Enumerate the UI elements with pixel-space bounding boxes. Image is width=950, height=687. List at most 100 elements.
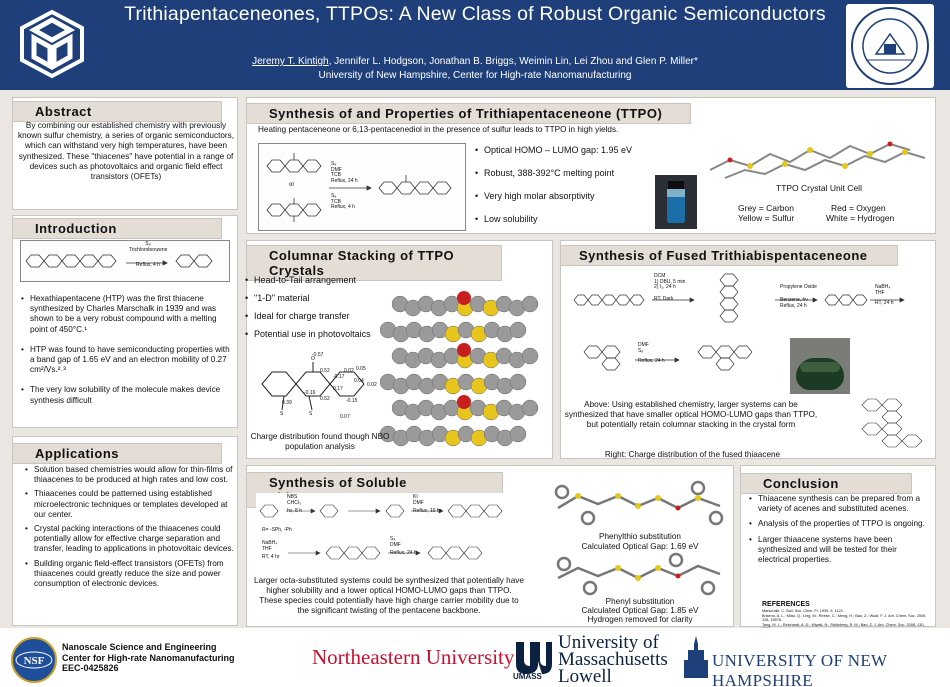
- sponsor-footer: [0, 628, 950, 687]
- svg-text:S: S: [280, 411, 284, 417]
- cond-bottom-1: S₈: [331, 193, 337, 199]
- poster-title: Trithiapentaceneones, TTPOs: A New Class…: [124, 3, 826, 25]
- col-bullet: "1-D" material: [244, 293, 414, 304]
- sol-c1-b: CHCl₃: [287, 499, 301, 506]
- charge-label: 0.07: [340, 414, 350, 420]
- unh-building-icon: [684, 636, 708, 678]
- intro-conditions: S₈ Trichlorobenzene Reflux, 4 h: [129, 241, 168, 269]
- reference-item: Briseno, A. L.; Miao, Q.; Ling, M.; Rees…: [762, 613, 927, 623]
- or-label: or: [289, 182, 295, 188]
- umass-line-1: University of: [558, 632, 659, 653]
- conclusion-heading: Conclusion: [740, 473, 912, 494]
- prop-bullet: Low solubility: [474, 214, 654, 225]
- soluble-caption: Larger octa-substituted systems could be…: [254, 576, 524, 615]
- nsf-logo-text: NSF: [24, 655, 45, 667]
- charge-label: 0.39: [282, 400, 292, 406]
- applications-heading: Applications: [12, 443, 222, 464]
- introduction-heading: Introduction: [12, 218, 222, 239]
- center-logo-icon: [20, 9, 84, 79]
- sol-c4-b: DMF: [390, 541, 401, 548]
- umass-wordmark: University of Massachusetts Lowell: [558, 632, 668, 687]
- fused-c4-a: DMF: [638, 342, 649, 348]
- introduction-bullets: Hexathiapentacene (HTP) was the first th…: [20, 294, 230, 412]
- fused-c1-b: 1) DBU, 5 min: [654, 278, 686, 285]
- sol-c1-c: hν, 8 h: [287, 508, 303, 514]
- references-heading: REFERENCES: [762, 601, 810, 608]
- ttpo-scheme-icon: [266, 153, 452, 222]
- cond-top-4: Reflux, 24 h: [331, 177, 358, 184]
- intro-bullet: HTP was found to have semiconducting pro…: [20, 345, 230, 376]
- crystal-unit-cell-icon: [709, 141, 926, 179]
- nsf-logo-icon: NSF: [11, 637, 57, 683]
- abstract-heading: Abstract: [12, 101, 222, 122]
- fused-c1-a: DCM: [654, 273, 666, 279]
- intro-cond-2: Trichlorobenzene: [129, 246, 168, 253]
- sol-c3-c: RT, 4 hr: [262, 554, 280, 560]
- charge-label: 0.05: [356, 366, 366, 372]
- cond-top-3: TCB: [331, 172, 341, 178]
- fused-c2-c: Reflux, 24 h: [780, 303, 807, 309]
- svg-text:O: O: [311, 356, 315, 362]
- umass-line-3: Lowell: [558, 666, 612, 687]
- col-bullet: Potential use in photovoltaics: [244, 329, 414, 340]
- sol-c4-c: Reflux, 24 h: [390, 550, 417, 556]
- fused-c2-b: Benzene, hν: [780, 296, 808, 303]
- umass-logo-icon: [516, 642, 552, 674]
- legend-hydrogen: White = Hydrogen: [826, 213, 895, 223]
- charge-label: -0.57: [312, 352, 324, 358]
- fused-caption-above: Above: Using established chemistry, larg…: [564, 400, 818, 429]
- nsf-line-1: Nanoscale Science and Engineering: [62, 642, 217, 652]
- umass-tag: UMASS: [513, 672, 542, 681]
- intro-cond-4: Reflux, 4 h: [136, 262, 160, 268]
- phenyl-note: Hydrogen removed for clarity: [587, 615, 693, 624]
- phenyl-structure-icon: [556, 552, 721, 596]
- fused-c3-a: NaBH₄: [875, 284, 891, 290]
- sol-c1-a: NBS: [287, 494, 298, 500]
- charge-label: 0.52: [320, 396, 330, 402]
- affiliation: University of New Hampshire, Center for …: [318, 70, 632, 81]
- sol-c2-a: KI: [413, 494, 418, 500]
- applications-bullets: Solution based chemistries would allow f…: [24, 465, 234, 595]
- ttpo-synthesis-scheme: or S₈ DMF TCB Reflux, 24 h S₈ TCB Reflux…: [258, 143, 466, 231]
- synthesis-subtitle: Heating pentaceneone or 6,13-pentacenedi…: [258, 125, 619, 134]
- author-list: Jeremy T. Kintigh, Jennifer L. Hodgson, …: [110, 56, 840, 67]
- fused-c4-b: S₈: [638, 348, 644, 354]
- charge-label: -0.16: [304, 390, 316, 396]
- cond-bottom-3: Reflux, 4 h: [331, 204, 355, 210]
- legend-carbon: Grey = Carbon: [738, 203, 794, 213]
- prop-bullet: Robust, 388-392°C melting point: [474, 168, 654, 179]
- fused-heading: Synthesis of Fused Trithiabispentaceneon…: [560, 245, 898, 266]
- concl-bullet: Thiaacene synthesis can be prepared from…: [748, 494, 930, 514]
- intro-bullet: Hexathiapentacene (HTP) was the first th…: [20, 294, 230, 335]
- app-bullet: Building organic field-effect transistor…: [24, 559, 234, 590]
- columnar-bullets: Head-to-Tail arrangement "1-D" material …: [244, 275, 414, 346]
- svg-text:S: S: [309, 411, 313, 417]
- charge-label: -0.17: [333, 374, 345, 380]
- charge-label: 0.04: [354, 378, 364, 384]
- prop-bullet: Very high molar absorptivity: [474, 191, 654, 202]
- nsf-line-2: Center for High-rate Nanomanufacturing: [62, 652, 235, 663]
- ttpo-vial-photo: [655, 175, 697, 229]
- northeastern-logo: Northeastern University: [312, 645, 515, 669]
- sol-c2-b: DMF: [413, 499, 424, 506]
- phenyl-gap: Calculated Optical Gap: 1.85 eV: [581, 606, 699, 615]
- charge-molecule-icon: S S O: [261, 356, 365, 417]
- co-authors: , Jennifer L. Hodgson, Jonathan B. Brigg…: [328, 56, 698, 67]
- concl-bullet: Larger thiaacene systems have been synth…: [748, 535, 930, 566]
- nsf-line-3: EEC-0425826: [62, 663, 119, 673]
- phenylthio-structure-icon: [554, 480, 724, 526]
- charge-labels: -0.57 0.52 -0.17 0.17 -0.16 0.52 -0.15 0…: [254, 352, 384, 427]
- space-filling-stack-icon: [380, 291, 539, 447]
- fused-c4-c: Reflux, 24 h: [638, 358, 665, 364]
- conclusion-bullets: Thiaacene synthesis can be prepared from…: [748, 494, 930, 571]
- cond-top: S₈ DMF TCB Reflux, 24 h: [331, 161, 358, 184]
- unh-wordmark: UNIVERSITY OF NEW HAMPSHIRE: [712, 651, 888, 687]
- soluble-scheme-icon: [259, 504, 503, 560]
- reference-item: Marschalk, C. Bull. Soc. Chim. Fr. 1939,…: [762, 609, 844, 613]
- app-bullet: Crystal packing interactions of the thia…: [24, 524, 234, 555]
- col-bullet: Head-to-Tail arrangement: [244, 275, 414, 286]
